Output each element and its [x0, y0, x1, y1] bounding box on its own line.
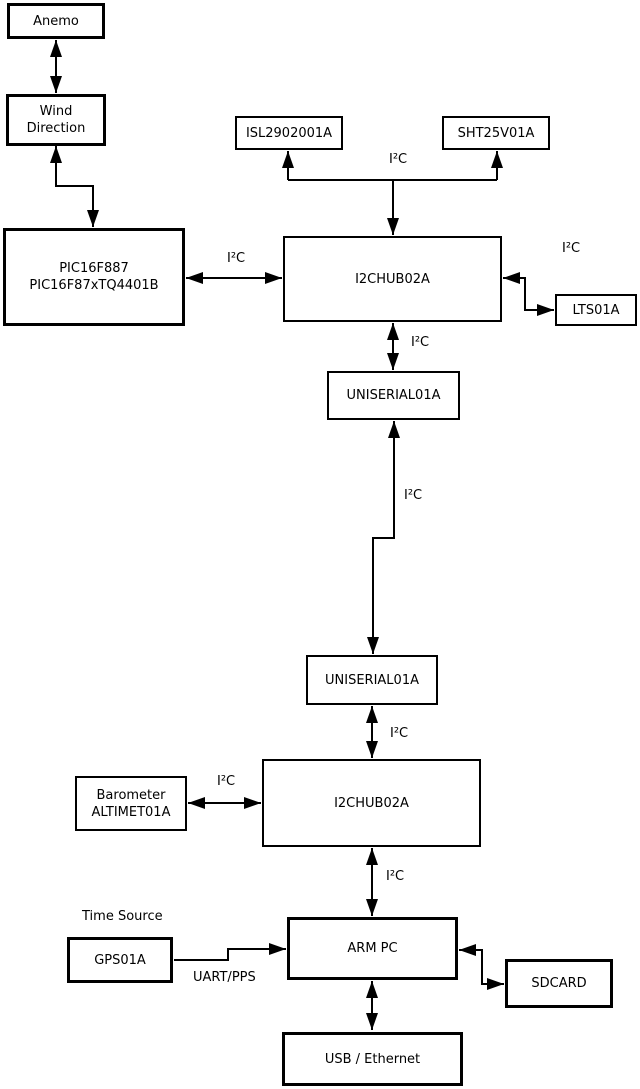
node-lts01a: LTS01A	[555, 294, 637, 326]
edge-label-i2c-uniserial-link: I²C	[404, 488, 423, 503]
node-sdcard: SDCARD	[505, 959, 613, 1008]
edge-label-uart-pps: UART/PPS	[193, 970, 256, 985]
node-pic-label-line1: PIC16F887	[59, 261, 129, 276]
node-isl2902001a: ISL2902001A	[235, 116, 343, 150]
node-sht25v01a-label: SHT25V01A	[457, 125, 535, 141]
node-wind-direction-label-line1: Wind	[39, 104, 73, 119]
edge-label-i2c-hub1-bottom: I²C	[411, 335, 430, 350]
node-usb-ethernet: USB / Ethernet	[282, 1032, 463, 1086]
node-anemo-label: Anemo	[33, 13, 79, 29]
node-gps01a-label: GPS01A	[94, 952, 146, 968]
node-pic: PIC16F887 PIC16F87xTQ4401B	[3, 228, 185, 326]
node-arm-pc: ARM PC	[287, 917, 458, 980]
node-wind-direction-label-line2: Direction	[26, 121, 86, 136]
node-uniserial01a-2-label: UNISERIAL01A	[325, 672, 419, 688]
edge-wind-pic	[50, 146, 99, 227]
edge-armpc-sdcard	[459, 944, 504, 990]
node-sht25v01a: SHT25V01A	[442, 116, 550, 150]
node-uniserial01a-2: UNISERIAL01A	[306, 655, 438, 705]
node-sdcard-label: SDCARD	[531, 976, 587, 991]
edge-uniserial1-uniserial2	[367, 421, 400, 654]
node-barometer-label-line1: Barometer	[96, 787, 166, 803]
edge-label-i2c-hub1-left: I²C	[227, 251, 246, 266]
node-i2chub02a-2-label: I2CHUB02A	[334, 795, 409, 811]
node-usb-ethernet-label: USB / Ethernet	[324, 1051, 421, 1067]
node-gps01a: GPS01A	[67, 937, 173, 983]
node-barometer: Barometer ALTIMET01A	[75, 776, 187, 831]
node-uniserial01a-1-label: UNISERIAL01A	[346, 388, 441, 403]
node-barometer-label-line2: ALTIMET01A	[91, 804, 171, 820]
node-i2chub02a-1: I2CHUB02A	[283, 236, 502, 322]
edge-label-i2c-bus-top: I²C	[389, 152, 408, 167]
node-lts01a-label: LTS01A	[572, 302, 620, 318]
node-anemo: Anemo	[7, 3, 105, 39]
node-wind-direction: Wind Direction	[6, 94, 106, 146]
edge-label-time-source: Time Source	[82, 909, 163, 924]
node-i2chub02a-1-label: I2CHUB02A	[355, 271, 430, 287]
node-uniserial01a-1: UNISERIAL01A	[327, 371, 460, 420]
edge-label-i2c-hub2-arm: I²C	[386, 869, 405, 884]
node-arm-pc-label: ARM PC	[347, 941, 398, 956]
node-pic-label-line2: PIC16F87xTQ4401B	[29, 278, 159, 293]
edge-label-i2c-hub1-right: I²C	[562, 241, 581, 256]
node-i2chub02a-2: I2CHUB02A	[262, 759, 481, 847]
edge-label-i2c-barometer-hub2: I²C	[217, 774, 236, 789]
edge-label-i2c-uniserial2-hub2: I²C	[390, 726, 409, 741]
node-isl2902001a-label: ISL2902001A	[245, 125, 333, 141]
edge-hub1-lts	[503, 272, 554, 316]
edge-gps-armpc	[174, 943, 286, 961]
